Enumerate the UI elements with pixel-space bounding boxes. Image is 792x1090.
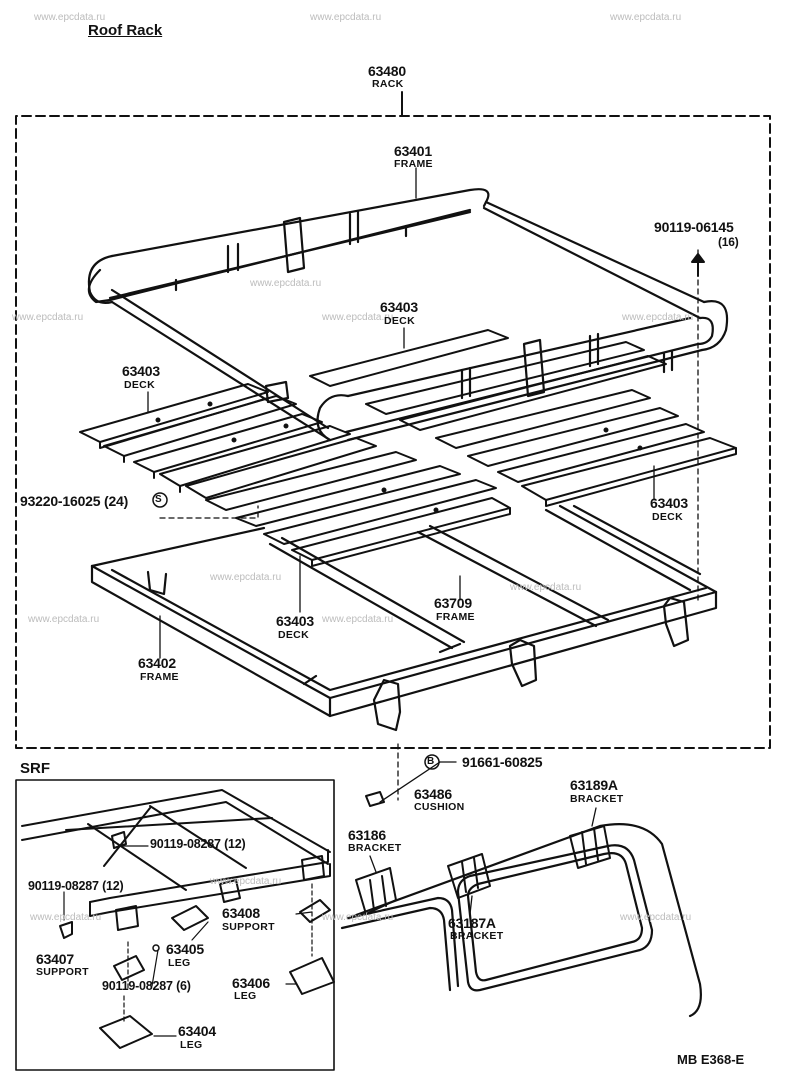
callout-cushion-name: CUSHION — [414, 801, 465, 813]
callout-support-b-number: 63407 — [36, 951, 74, 967]
srf-rack — [21, 789, 331, 931]
callout-screw-number: 93220-16025 (24) — [20, 493, 129, 509]
callout-bracket-a-name: BRACKET — [570, 793, 624, 805]
watermark-text: www.epcdata.ru — [622, 312, 694, 323]
callout-support-b-name: SUPPORT — [36, 966, 89, 978]
cushion-part — [365, 791, 385, 807]
base-frame — [90, 504, 718, 732]
watermark-text: www.epcdata.ru — [28, 614, 100, 625]
callout-frame-top-name: FRAME — [394, 158, 433, 170]
srf-parts — [59, 831, 335, 1049]
deck-slats-bottom — [205, 451, 511, 567]
deck-slats-right — [435, 389, 737, 507]
vehicle-roof — [340, 823, 702, 1018]
diagram-code: MB E368-E — [677, 1052, 745, 1067]
watermark-text: www.epcdata.ru — [322, 912, 394, 923]
callout-bracket-c-number: 63187A — [448, 915, 496, 931]
callout-deck-bottom-name: DECK — [278, 629, 309, 641]
callout-rack-name: RACK — [372, 78, 404, 90]
leaders-main — [147, 167, 699, 803]
callout-leg-c-number: 63404 — [178, 1023, 216, 1039]
circle-b-icon — [424, 754, 440, 770]
callout-frame-base-name: FRAME — [140, 671, 179, 683]
rack-boundary — [15, 115, 771, 749]
watermark-text: www.epcdata.ru — [250, 278, 322, 289]
callout-bracket-b-name: BRACKET — [348, 842, 402, 854]
callout-leg-c-name: LEG — [180, 1039, 203, 1051]
bracket-parts — [355, 825, 611, 915]
callout-bolt-qty: (16) — [718, 235, 739, 249]
watermark-text: www.epcdata.ru — [210, 876, 282, 887]
watermark-text: www.epcdata.ru — [510, 582, 582, 593]
srf-leaders — [63, 845, 313, 1037]
callout-deck-mid-number: 63403 — [380, 299, 418, 315]
callout-cushion-number: 63486 — [414, 786, 452, 802]
callout-srf-bolt-a-number: 90119-08287 (12) — [150, 837, 246, 851]
watermark-text: www.epcdata.ru — [210, 572, 282, 583]
watermark-text: www.epcdata.ru — [34, 12, 106, 23]
callout-deck-right-number: 63403 — [650, 495, 688, 511]
callout-bracket-c-name: BRACKET — [450, 930, 504, 942]
leaders-brackets — [369, 807, 597, 915]
callout-deck-bottom-number: 63403 — [276, 613, 314, 629]
callout-frame-top-number: 63401 — [394, 143, 432, 159]
circle-s-label: S — [155, 494, 162, 505]
watermark-text: www.epcdata.ru — [610, 12, 682, 23]
callout-leg-a-number: 63405 — [166, 941, 204, 957]
callout-leg-b-name: LEG — [234, 990, 257, 1002]
callout-bracket-a-number: 63189A — [570, 777, 618, 793]
callout-srf-bolt-c-number: 90119-08287 (6) — [102, 979, 191, 993]
page-title: Roof Rack — [88, 22, 163, 39]
callout-deck-right-name: DECK — [652, 511, 683, 523]
callout-bracket-b-number: 63186 — [348, 827, 386, 843]
callout-support-a-number: 63408 — [222, 905, 260, 921]
callout-srf-bolt-b-number: 90119-08287 (12) — [28, 879, 124, 893]
callout-frame-cross-number: 63709 — [434, 595, 472, 611]
callout-bolt-number: 90119-06145 — [654, 219, 734, 235]
callout-leg-b-number: 63406 — [232, 975, 270, 991]
callout-frame-cross-name: FRAME — [436, 611, 475, 623]
watermark-text: www.epcdata.ru — [322, 614, 394, 625]
srf-inset-box — [15, 779, 335, 1071]
callout-frame-base-number: 63402 — [138, 655, 176, 671]
deck-slats-mid — [309, 329, 667, 431]
bolt-icon-16 — [691, 253, 705, 277]
watermark-text: www.epcdata.ru — [12, 312, 84, 323]
watermark-text: www.epcdata.ru — [322, 312, 394, 323]
watermark-text: www.epcdata.ru — [310, 12, 382, 23]
callout-deck-left-name: DECK — [124, 379, 155, 391]
watermark-text: www.epcdata.ru — [30, 912, 102, 923]
callout-rack-number: 63480 — [368, 63, 406, 79]
deck-slats-left — [79, 383, 377, 499]
callout-support-a-name: SUPPORT — [222, 921, 275, 933]
watermark-text: www.epcdata.ru — [620, 912, 692, 923]
circle-s-icon — [152, 492, 168, 508]
callout-leg-a-name: LEG — [168, 957, 191, 969]
callout-deck-mid-name: DECK — [384, 315, 415, 327]
callout-nut-number: 91661-60825 — [462, 754, 543, 770]
callout-deck-left-number: 63403 — [122, 363, 160, 379]
srf-section-title: SRF — [20, 760, 50, 777]
circle-b-label: B — [427, 756, 435, 767]
